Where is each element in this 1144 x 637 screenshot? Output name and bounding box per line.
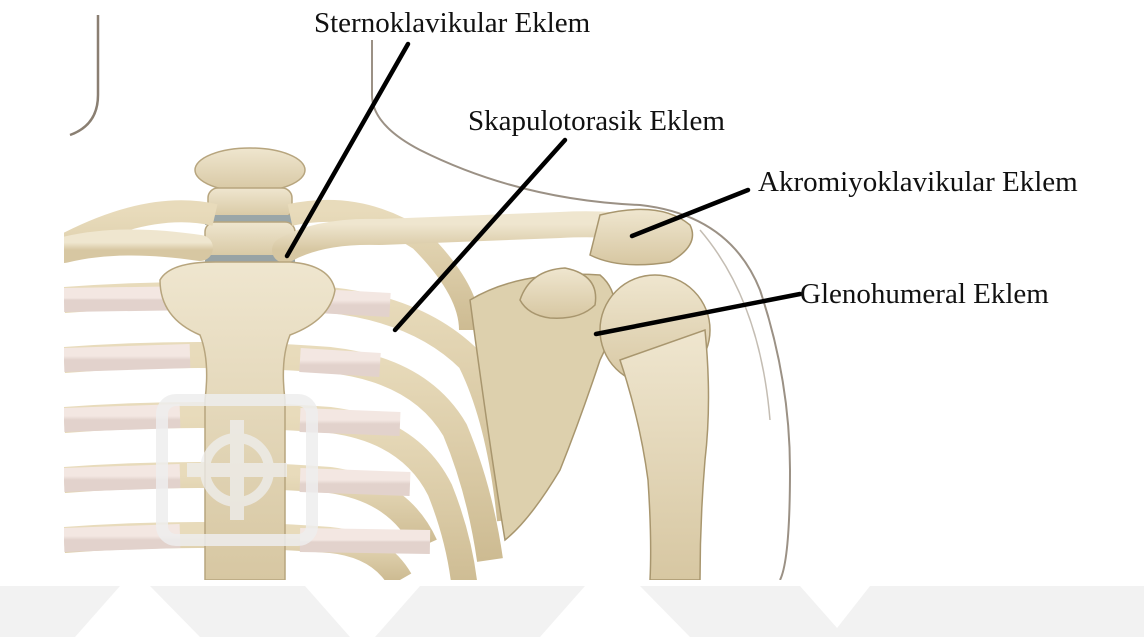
watermark-band [0,586,1144,637]
label-acromioclavicular: Akromiyoklavikular Eklem [758,166,1078,198]
neck-outline [70,15,98,135]
humerus-shaft [620,330,709,580]
label-scapulothoracic: Skapulotorasik Eklem [468,105,725,137]
label-sternoclavicular: Sternoklavikular Eklem [314,7,591,39]
coracoid [520,268,596,318]
skeleton-illustration [64,15,790,590]
label-glenohumeral: Glenohumeral Eklem [800,278,1049,310]
